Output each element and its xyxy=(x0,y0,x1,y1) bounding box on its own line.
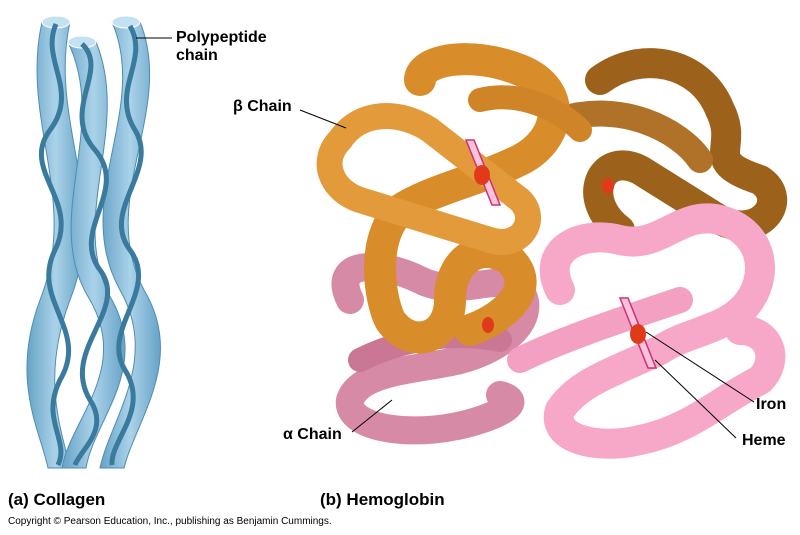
hemoglobin-structure xyxy=(316,43,788,459)
iron-leader-line xyxy=(645,331,755,403)
iron-label: Iron xyxy=(756,396,787,413)
beta-chain-label: β Chain xyxy=(233,98,292,115)
alpha-chain-label: α Chain xyxy=(283,426,342,443)
collagen-triple-helix xyxy=(26,15,161,469)
alpha-chain-leader-line xyxy=(351,399,393,433)
heme-leader-line xyxy=(654,359,737,439)
copyright-notice: Copyright © Pearson Education, Inc., pub… xyxy=(8,516,332,527)
polypeptide-label-line2: chain xyxy=(176,47,218,64)
heme-label: Heme xyxy=(742,432,786,449)
iron-icon xyxy=(630,324,646,344)
iron-icon xyxy=(474,165,490,185)
collagen-caption: (a) Collagen xyxy=(8,490,106,509)
beta-chain-leader-line xyxy=(299,109,347,129)
polypeptide-chain-label: Polypeptide chain xyxy=(176,29,267,65)
hemoglobin-caption: (b) Hemoglobin xyxy=(320,490,445,509)
heme-groups xyxy=(464,139,658,369)
polypeptide-label-line1: Polypeptide xyxy=(176,29,267,46)
